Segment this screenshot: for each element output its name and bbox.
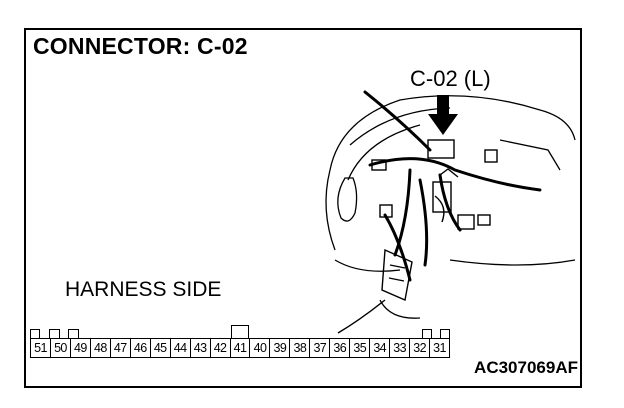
pin-39: 39 (270, 339, 291, 357)
pin-40: 40 (250, 339, 271, 357)
pin-44: 44 (171, 339, 191, 357)
harness-side-label: HARNESS SIDE (65, 278, 222, 301)
pin-47: 47 (111, 339, 131, 357)
connector-arrow (428, 95, 458, 135)
pin-49: 49 (71, 339, 91, 357)
pin-34: 34 (370, 339, 391, 357)
pin-37: 37 (310, 339, 331, 357)
pin-51: 51 (31, 339, 51, 357)
diagram-frame (24, 28, 582, 388)
connector-callout-label: C-02 (L) (410, 66, 491, 91)
connector-title: CONNECTOR: C-02 (33, 33, 248, 59)
pin-50: 50 (51, 339, 71, 357)
pin-41: 41 (231, 339, 251, 357)
pin-38: 38 (290, 339, 311, 357)
connector-pin-strip: 51 50 49 48 47 46 45 44 43 42 41 40 39 3… (30, 338, 450, 358)
pin-36: 36 (330, 339, 351, 357)
pin-33: 33 (390, 339, 411, 357)
pin-48: 48 (91, 339, 111, 357)
pin-45: 45 (151, 339, 171, 357)
connector-key-left-2 (68, 329, 79, 339)
pin-31: 31 (433, 341, 446, 355)
harness-detail (337, 139, 498, 334)
figure-code: AC307069AF (474, 358, 578, 377)
connector-key-right (440, 329, 450, 339)
pin-46: 46 (131, 339, 151, 357)
pin-42: 42 (211, 339, 231, 357)
connector-key-left-inner (49, 329, 60, 339)
connector-key-left (30, 329, 40, 339)
connector-key-center (231, 325, 249, 339)
connector-key-right-inner (422, 329, 432, 339)
pin-32: 32 (410, 339, 431, 357)
pin-43: 43 (191, 339, 211, 357)
pin-35: 35 (350, 339, 371, 357)
